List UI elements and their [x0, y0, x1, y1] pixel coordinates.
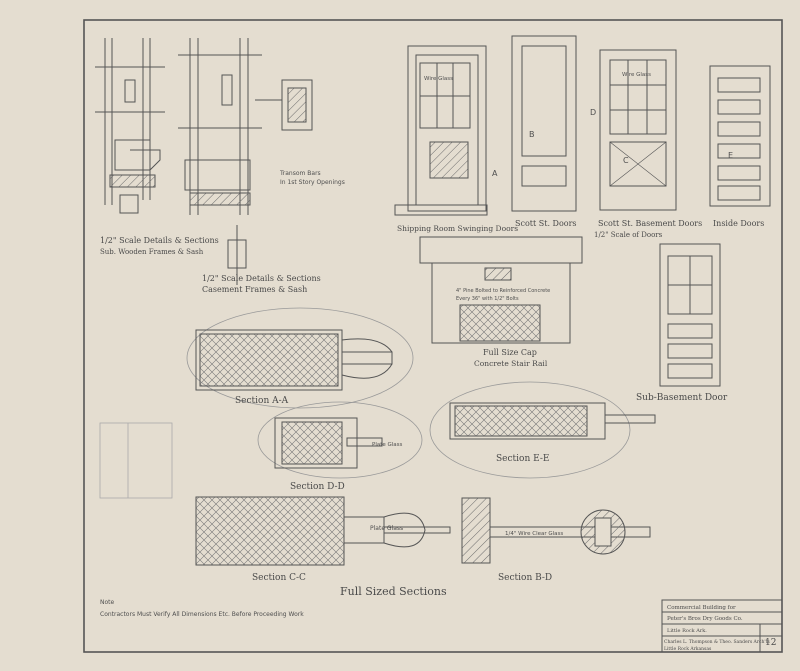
- title-line5: Little Rock Arkansas: [664, 646, 712, 652]
- section-e-e: [429, 381, 656, 479]
- section-c-c: [195, 496, 451, 566]
- details-left-line2: Sub. Wooden Frames & Sash: [100, 248, 204, 256]
- title-line2: Peter's Bros Dry Goods Co.: [667, 616, 743, 622]
- section-a-a-label: Section A-A: [235, 396, 289, 406]
- glazing-label-2: Plate Glass: [370, 525, 403, 532]
- sheet-number: 12: [765, 638, 776, 648]
- details-mid-line2: Casement Frames & Sash: [202, 285, 307, 294]
- section-letter-c: C: [623, 156, 629, 165]
- section-d-d-left: [257, 401, 423, 479]
- section-letter-a: A: [492, 169, 498, 178]
- door-inside: [709, 65, 771, 207]
- transom-note-line2: In 1st Story Openings: [280, 179, 345, 186]
- window-detail-mid: [178, 38, 313, 285]
- details-mid-line1: 1/2" Scale Details & Sections: [202, 274, 321, 283]
- full-sized-sections-title: Full Sized Sections: [340, 585, 447, 598]
- door-scale-note: 1/2" Scale of Doors: [594, 231, 663, 239]
- note-title: Note: [100, 599, 115, 606]
- door-shipping-room: [394, 45, 488, 216]
- door-scott-basement: [599, 49, 677, 211]
- stair-rail-cap: [419, 236, 583, 344]
- section-c-c-label: Section C-C: [252, 573, 306, 583]
- section-d-d-label: Section D-D: [290, 482, 345, 492]
- cap-title-line2: Concrete Stair Rail: [474, 359, 548, 368]
- glazing-label-1: Plate Glass: [372, 442, 403, 448]
- title-line3: Little Rock Ark.: [667, 628, 707, 634]
- door-sub-basement: [659, 243, 721, 387]
- window-detail-left: [95, 38, 165, 214]
- section-letter-b: B: [529, 130, 535, 139]
- door-label-inside: Inside Doors: [713, 219, 764, 228]
- title-line4: Charles L. Thompson & Theo. Sanders Arch…: [664, 639, 770, 645]
- door-label-scott-basement: Scott St. Basement Doors: [598, 219, 702, 228]
- sheet-border: [83, 19, 783, 653]
- glass-label-shipping: Wire Glass: [424, 76, 453, 82]
- section-b-d: [461, 497, 651, 564]
- transom-note-line1: Transom Bars: [279, 170, 321, 177]
- cap-note-line2: Every 36" with 1/2" Bolts: [456, 296, 519, 302]
- section-letter-d: D: [590, 108, 596, 117]
- cap-title-line1: Full Size Cap: [483, 348, 537, 357]
- glazing-label-3: 1/4" Wire Clear Glass: [505, 531, 563, 537]
- glass-label-basement: Wire Glass: [622, 72, 651, 78]
- door-scott-st: [511, 35, 577, 212]
- note-text: Contractors Must Verify All Dimensions E…: [100, 611, 304, 618]
- sub-basement-door-label: Sub-Basement Door: [636, 393, 728, 403]
- title-block: [661, 599, 783, 653]
- title-line1: Commercial Building for: [667, 605, 736, 611]
- section-letter-e: E: [728, 151, 733, 160]
- cap-note-line1: 4" Pine Bolted to Reinforced Concrete: [456, 288, 550, 294]
- section-b-d-label: Section B-D: [498, 573, 552, 583]
- faint-elevation: [99, 422, 173, 499]
- section-e-e-label: Section E-E: [496, 454, 549, 464]
- door-label-shipping: Shipping Room Swinging Doors: [397, 224, 518, 233]
- section-a-a: [186, 307, 414, 409]
- door-label-scott: Scott St. Doors: [515, 219, 577, 228]
- details-left-line1: 1/2" Scale Details & Sections: [100, 236, 219, 245]
